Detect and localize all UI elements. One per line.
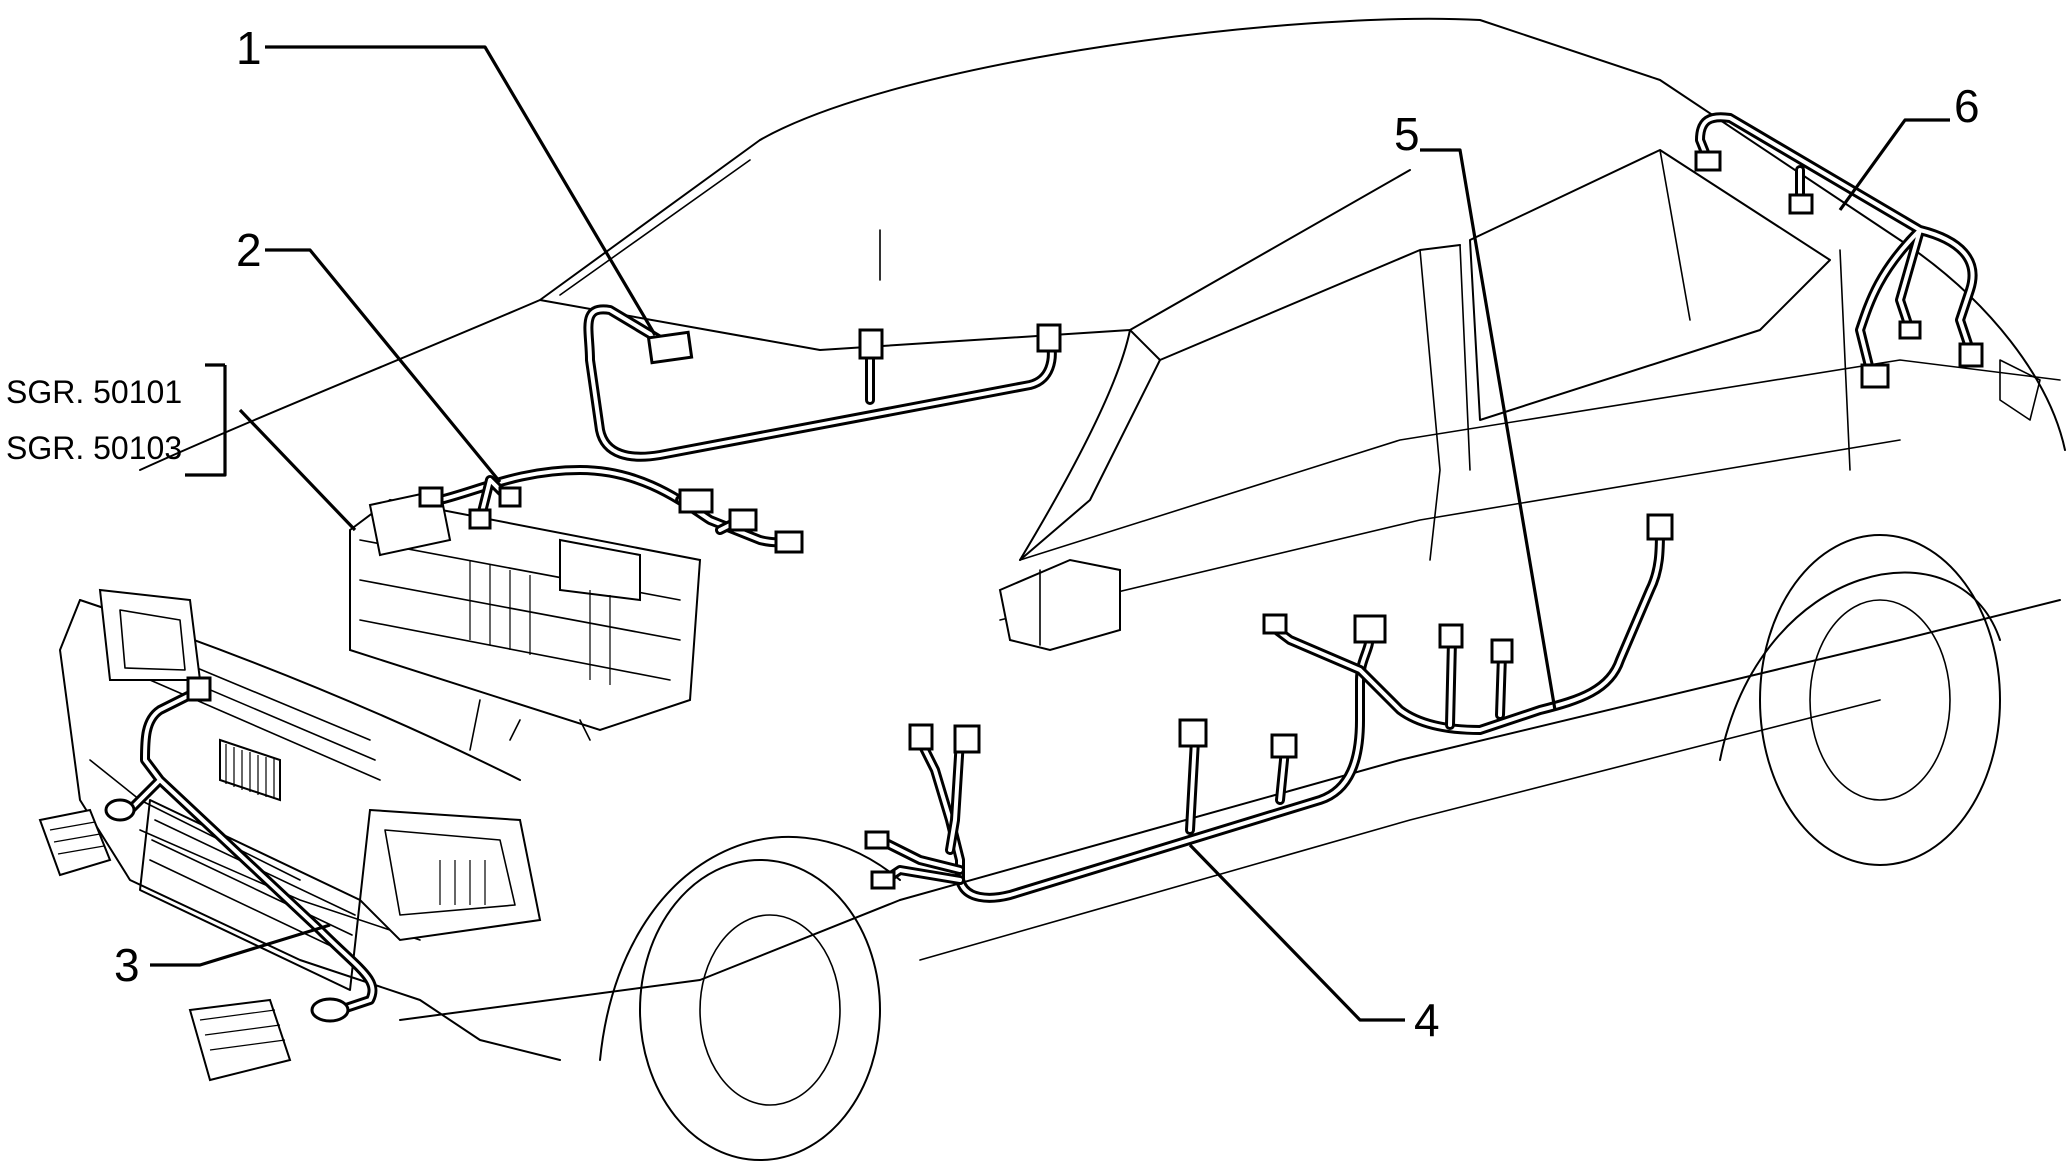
- callout-6: 6: [1954, 80, 1980, 132]
- heater-unit: [349, 488, 702, 751]
- fog-lamp-left: [38, 808, 112, 877]
- grille-emblem: [219, 738, 281, 802]
- harness-5-rear-door: [1262, 513, 1674, 735]
- harness-1-dashboard: [583, 304, 1062, 462]
- leader-lines: [150, 45, 1950, 1022]
- side-mirror: [998, 558, 1121, 652]
- car-body: [38, 17, 2066, 1161]
- left-headlight: [98, 588, 202, 681]
- reference-sgr-50101: SGR. 50101: [6, 374, 183, 410]
- fog-lamp-right: [188, 998, 292, 1082]
- callout-1: 1: [236, 22, 262, 74]
- right-headlight: [358, 808, 542, 942]
- reference-sgr-50103: SGR. 50103: [6, 430, 183, 466]
- harness-6-rear: [1694, 112, 1984, 389]
- callout-3: 3: [114, 939, 140, 991]
- harness-3-front: [104, 676, 378, 1023]
- callout-4: 4: [1414, 994, 1440, 1046]
- callout-2: 2: [236, 224, 262, 276]
- harness-2-heater: [418, 465, 804, 554]
- callout-5: 5: [1394, 108, 1420, 160]
- harness-4-side: [864, 614, 1387, 903]
